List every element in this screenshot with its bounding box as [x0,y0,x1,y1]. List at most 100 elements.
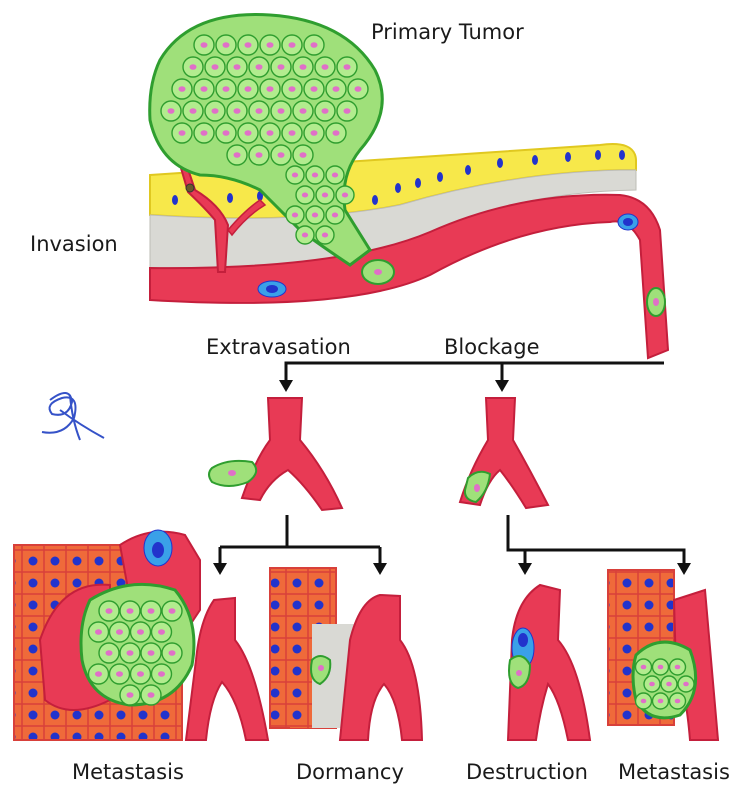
tumor-cell-nucleus [245,130,252,136]
tumor-cell-nucleus [300,64,307,70]
tumor-cell-nucleus [322,64,329,70]
tumor-cell-nucleus [344,108,351,114]
tumor-cell-nucleus [278,64,285,70]
tumor-cell-nucleus [245,86,252,92]
tumor-cell-nucleus [300,108,307,114]
metastasis-right-panel [608,570,718,740]
label-metastasis-left: Metastasis [72,762,184,783]
tumor-cell-nucleus [169,650,176,656]
tumor-cell-nucleus [322,232,328,237]
metastasis-tumor-cells [636,659,695,709]
label-invasion: Invasion [30,234,118,255]
blockage-vessel [460,398,548,508]
tumor-cell-nucleus [322,192,328,197]
flow-arrows-top [286,363,664,382]
tumor-cell-nucleus [312,172,318,177]
tumor-cell-nucleus [212,64,219,70]
destruction-panel [508,585,590,740]
tumor-cell-nucleus [201,86,208,92]
tumor-cell-nucleus [234,152,241,158]
metastasis-left-panel [14,530,268,740]
tumor-cell-nucleus [127,692,134,698]
tumor-cell-nucleus [683,682,689,686]
tumor-cell-nucleus [658,665,664,669]
tumor-cell-nucleus [658,699,664,703]
tumor-cell-nucleus [289,86,296,92]
tumor-cell-nucleus [158,671,165,677]
tumor-cell-nucleus [332,212,338,217]
tumor-cell-nucleus [158,629,165,635]
tumor-cell-nucleus [278,108,285,114]
tumor-cell-nucleus [223,42,230,48]
label-extravasation: Extravasation [206,337,351,358]
tumor-cell-nucleus [312,212,318,217]
tumor-cell-nucleus [116,671,123,677]
tumor-cell-nucleus [267,86,274,92]
tumor-cell-nucleus [355,86,362,92]
tumor-cell-nucleus [137,629,144,635]
tumor-cell-nucleus [212,108,219,114]
tumor-cell-nucleus [169,608,176,614]
tumor-cell-nucleus [302,192,308,197]
tumor-cell-nucleus [201,130,208,136]
tumor-cell-nucleus [223,130,230,136]
tumor-cell-nucleus [311,42,318,48]
tumor-cell-nucleus [332,172,338,177]
tumor-cell-nucleus [300,152,307,158]
cell-in-branch [186,184,194,192]
tumor-cell-nucleus [333,130,340,136]
label-blockage: Blockage [444,337,540,358]
tumor-cell-nucleus [127,650,134,656]
tumor-cell-nucleus [292,212,298,217]
tumor-cell-nucleus [675,665,681,669]
tumor-cell-nucleus [95,671,102,677]
tumor-cell-nucleus [641,699,647,703]
tumor-cell-nucleus [190,108,197,114]
tumor-cell-nucleus [168,108,175,114]
tumor-cell-nucleus [179,86,186,92]
tumor-cell-nucleus [256,108,263,114]
tumor-cell-nucleus [148,692,155,698]
extravasation-vessel [209,398,342,510]
tumor-cell-nucleus [106,608,113,614]
tumor-cell-nucleus [649,682,655,686]
tumor-cell-nucleus [322,108,329,114]
primary-tumor-section [150,15,668,358]
label-destruction: Destruction [466,762,588,783]
tumor-cell-nucleus [267,42,274,48]
tumor-cell-nucleus [148,650,155,656]
dormancy-panel [270,568,422,740]
tumor-cell-nucleus [106,650,113,656]
tumor-cell-nucleus [223,86,230,92]
tumor-cell-nucleus [234,108,241,114]
tumor-cell-nucleus [344,64,351,70]
tumor-cell-nucleus [267,130,274,136]
tumor-cell-nucleus [311,130,318,136]
tumor-cell-nucleus [137,671,144,677]
tumor-cell-nucleus [245,42,252,48]
tumor-cell-nucleus [179,130,186,136]
artist-signature [42,393,104,440]
tumor-cell-nucleus [95,629,102,635]
label-metastasis-right: Metastasis [618,762,730,783]
label-primary-tumor: Primary Tumor [371,22,524,43]
tumor-cell-nucleus [190,64,197,70]
arrowheads-top [279,380,509,392]
tumor-cell-nucleus [342,192,348,197]
tumor-cell-nucleus [302,232,308,237]
tumor-cell-nucleus [675,699,681,703]
tumor-cell-nucleus [666,682,672,686]
tumor-cell-nucleus [127,608,134,614]
tumor-cell-nucleus [292,172,298,177]
tumor-cell-nucleus [201,42,208,48]
label-dormancy: Dormancy [296,762,404,783]
flow-arrows-bottom [220,515,684,566]
tumor-cell-nucleus [289,42,296,48]
tumor-cell-nucleus [256,64,263,70]
tumor-cell-nucleus [234,64,241,70]
tumor-cell-nucleus [148,608,155,614]
tumor-cell-nucleus [256,152,263,158]
tumor-cell-nucleus [641,665,647,669]
tumor-cell-nucleus [311,86,318,92]
